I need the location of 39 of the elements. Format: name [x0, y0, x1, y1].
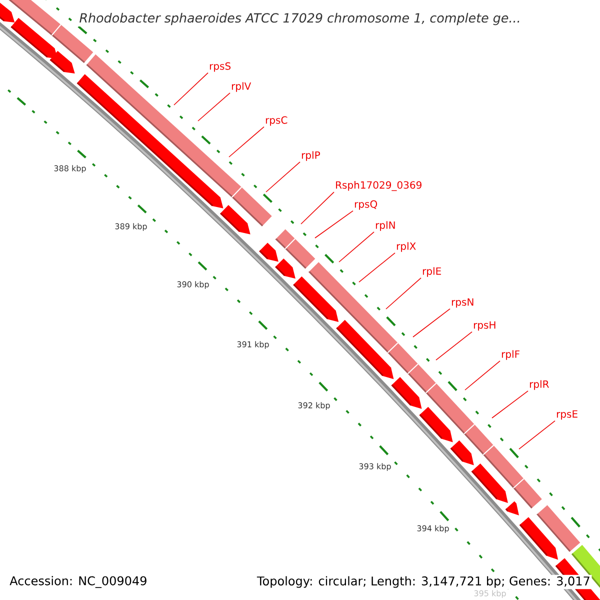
gene-label: rpsN: [452, 298, 474, 308]
tick-label: 393 kbp: [359, 463, 391, 471]
leader-line: [358, 252, 396, 282]
leader-line: [300, 192, 334, 224]
gene-label: rpsQ: [354, 200, 378, 210]
leader-line: [314, 210, 354, 238]
leader-line: [492, 390, 528, 418]
leader-line: [436, 331, 472, 360]
gene-label: rplX: [396, 242, 416, 252]
tick-label: 389 kbp: [115, 223, 147, 231]
tick-label: 390 kbp: [177, 281, 209, 289]
gene-label: rplF: [502, 350, 520, 360]
leader-line: [174, 72, 208, 106]
leader-line: [518, 420, 556, 450]
tick-label: 388 kbp: [54, 165, 86, 173]
gene-label: Rsph17029_0369: [336, 181, 422, 191]
gene-label: rplR: [530, 380, 549, 390]
leader-line: [198, 92, 230, 122]
leader-line: [228, 126, 264, 158]
gene-label: rpsC: [266, 116, 288, 126]
gene-label: rpsH: [474, 321, 496, 331]
leader-line: [464, 360, 500, 390]
gene-label: rplV: [232, 82, 252, 92]
title: Rhodobacter sphaeroides ATCC 17029 chromosome 1, complete ge...: [78, 12, 522, 26]
gene-label: rpsS: [210, 62, 231, 72]
gene-label: rplN: [376, 221, 395, 231]
tick-label: 395 kbp: [474, 590, 506, 598]
tick-label: 392 kbp: [298, 402, 330, 410]
leader-line: [338, 232, 374, 262]
gene-label: rpsE: [556, 410, 578, 420]
gene-label: rplE: [422, 267, 441, 277]
leader-line: [386, 278, 422, 310]
leader-line: [266, 162, 300, 192]
genome-summary-text: Topology: circular; Length: 3,147,721 bp; Genes: 3,017: [256, 574, 592, 590]
leader-line: [412, 308, 450, 338]
tick-label: 391 kbp: [237, 341, 269, 349]
gene-label: rplP: [302, 151, 320, 161]
tick-label: 394 kbp: [417, 525, 449, 533]
accession-text: Accession: NC_009049: [8, 574, 149, 590]
